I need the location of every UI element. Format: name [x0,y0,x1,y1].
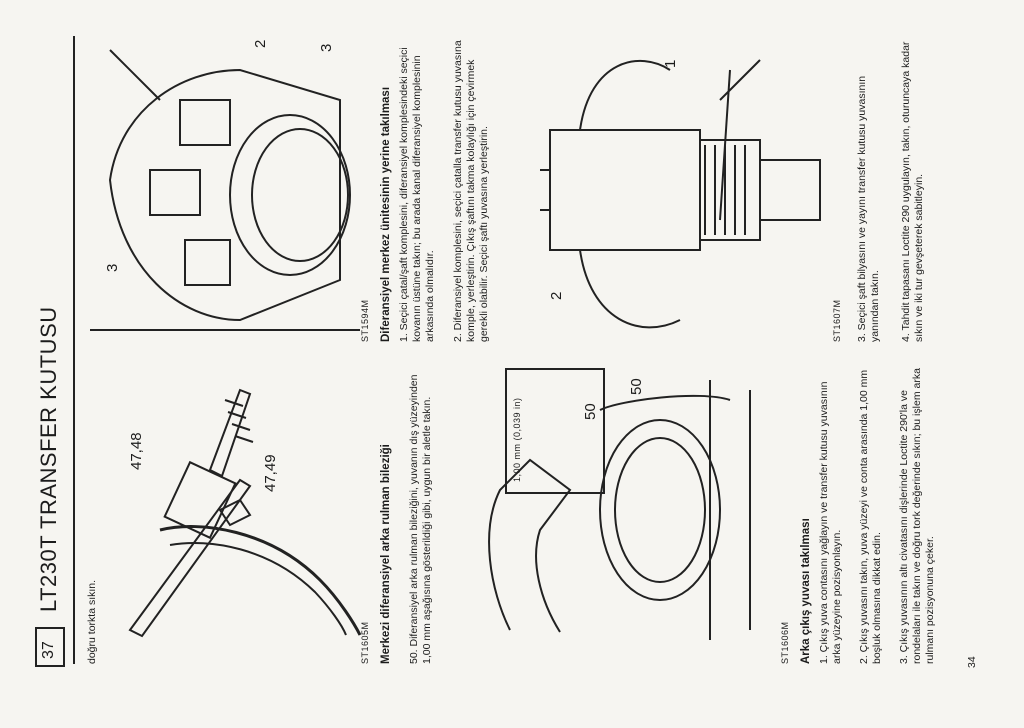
page-number-box-label: 37 [40,641,57,659]
title-rule [73,36,75,664]
page-number-box [35,627,65,667]
fig1-code: ST1605M [360,621,370,664]
fig1-label-47-49: 47,49 [262,454,279,492]
diff-heading: Diferansiyel merkez ünitesinin yerine ta… [380,86,392,342]
figure-output-housing [90,49,360,331]
fig2-label-50: 50 [628,378,645,395]
final-p3: 3. Seçici şaft bilyasını ve yayını trans… [856,75,881,342]
bearing-p50: 50. Diferansiyel arka rulman bileziğini,… [408,374,433,664]
diff-p1: 1. Seçici çatal/şaft komplesini, diferan… [398,47,436,342]
diff-p2: 2. Diferansiyel komplesini, seçici çatal… [452,40,490,342]
fig3-label-3b: 3 [104,263,121,272]
footer-page-number: 34 [966,656,978,668]
fig3-label-2: 2 [252,39,269,48]
housing-p1: 1. Çıkış yuva contasını yağlayın ve tran… [818,381,843,664]
fig1-label-47-48: 47,48 [128,432,145,470]
page-title: LT230T TRANSFER KUTUSU [36,306,61,612]
fig2-code: ST1606M [780,621,790,664]
fig2-inset-num: 50 [582,403,599,420]
figure-bearing-install [488,380,751,640]
bearing-heading: Merkezi diferansiyel arka rulman bileziğ… [380,444,392,664]
fig3-code: ST1594M [360,299,370,342]
fig4-label-2: 2 [548,291,565,300]
final-p4: 4. Tahdit tapasanı Loctite 290 uygulayın… [900,41,925,342]
housing-heading: Arka çıkış yuvası takılması [800,518,812,664]
housing-p3: 3. Çıkış yuvasının altı civatasını dişle… [898,368,936,664]
figure-differential-install [540,59,821,329]
fig2-inset-label: 1,00 mm (0,039 in) [512,397,522,482]
fig2-inset [505,368,605,494]
figure-selector-fork [128,388,362,638]
fig4-label-1: 1 [662,59,679,68]
fig3-label-3a: 3 [318,43,335,52]
housing-p2: 2. Çıkış yuvasını takın, yuva yüzeyi ve … [858,369,883,664]
fig4-code: ST1607M [832,299,842,342]
